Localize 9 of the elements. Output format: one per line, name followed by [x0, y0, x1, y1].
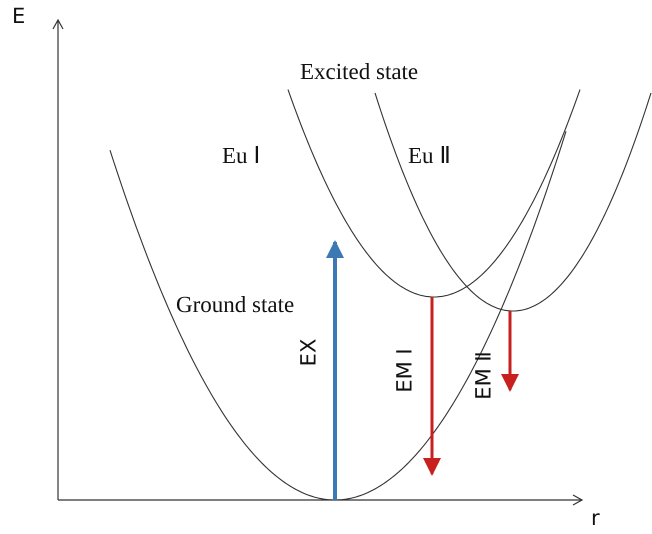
- state-label: Excited state: [300, 60, 418, 83]
- ion-label: Eu Ⅱ: [408, 144, 450, 167]
- ion-label: Eu Ⅰ: [222, 144, 260, 167]
- transition-label: EM Ⅰ: [394, 348, 416, 392]
- state-label: Ground state: [176, 293, 294, 316]
- transition-label: EM Ⅱ: [474, 350, 495, 400]
- axis-label: r: [591, 508, 600, 529]
- axis-label: E: [12, 6, 26, 27]
- transition-label: EX: [298, 338, 320, 366]
